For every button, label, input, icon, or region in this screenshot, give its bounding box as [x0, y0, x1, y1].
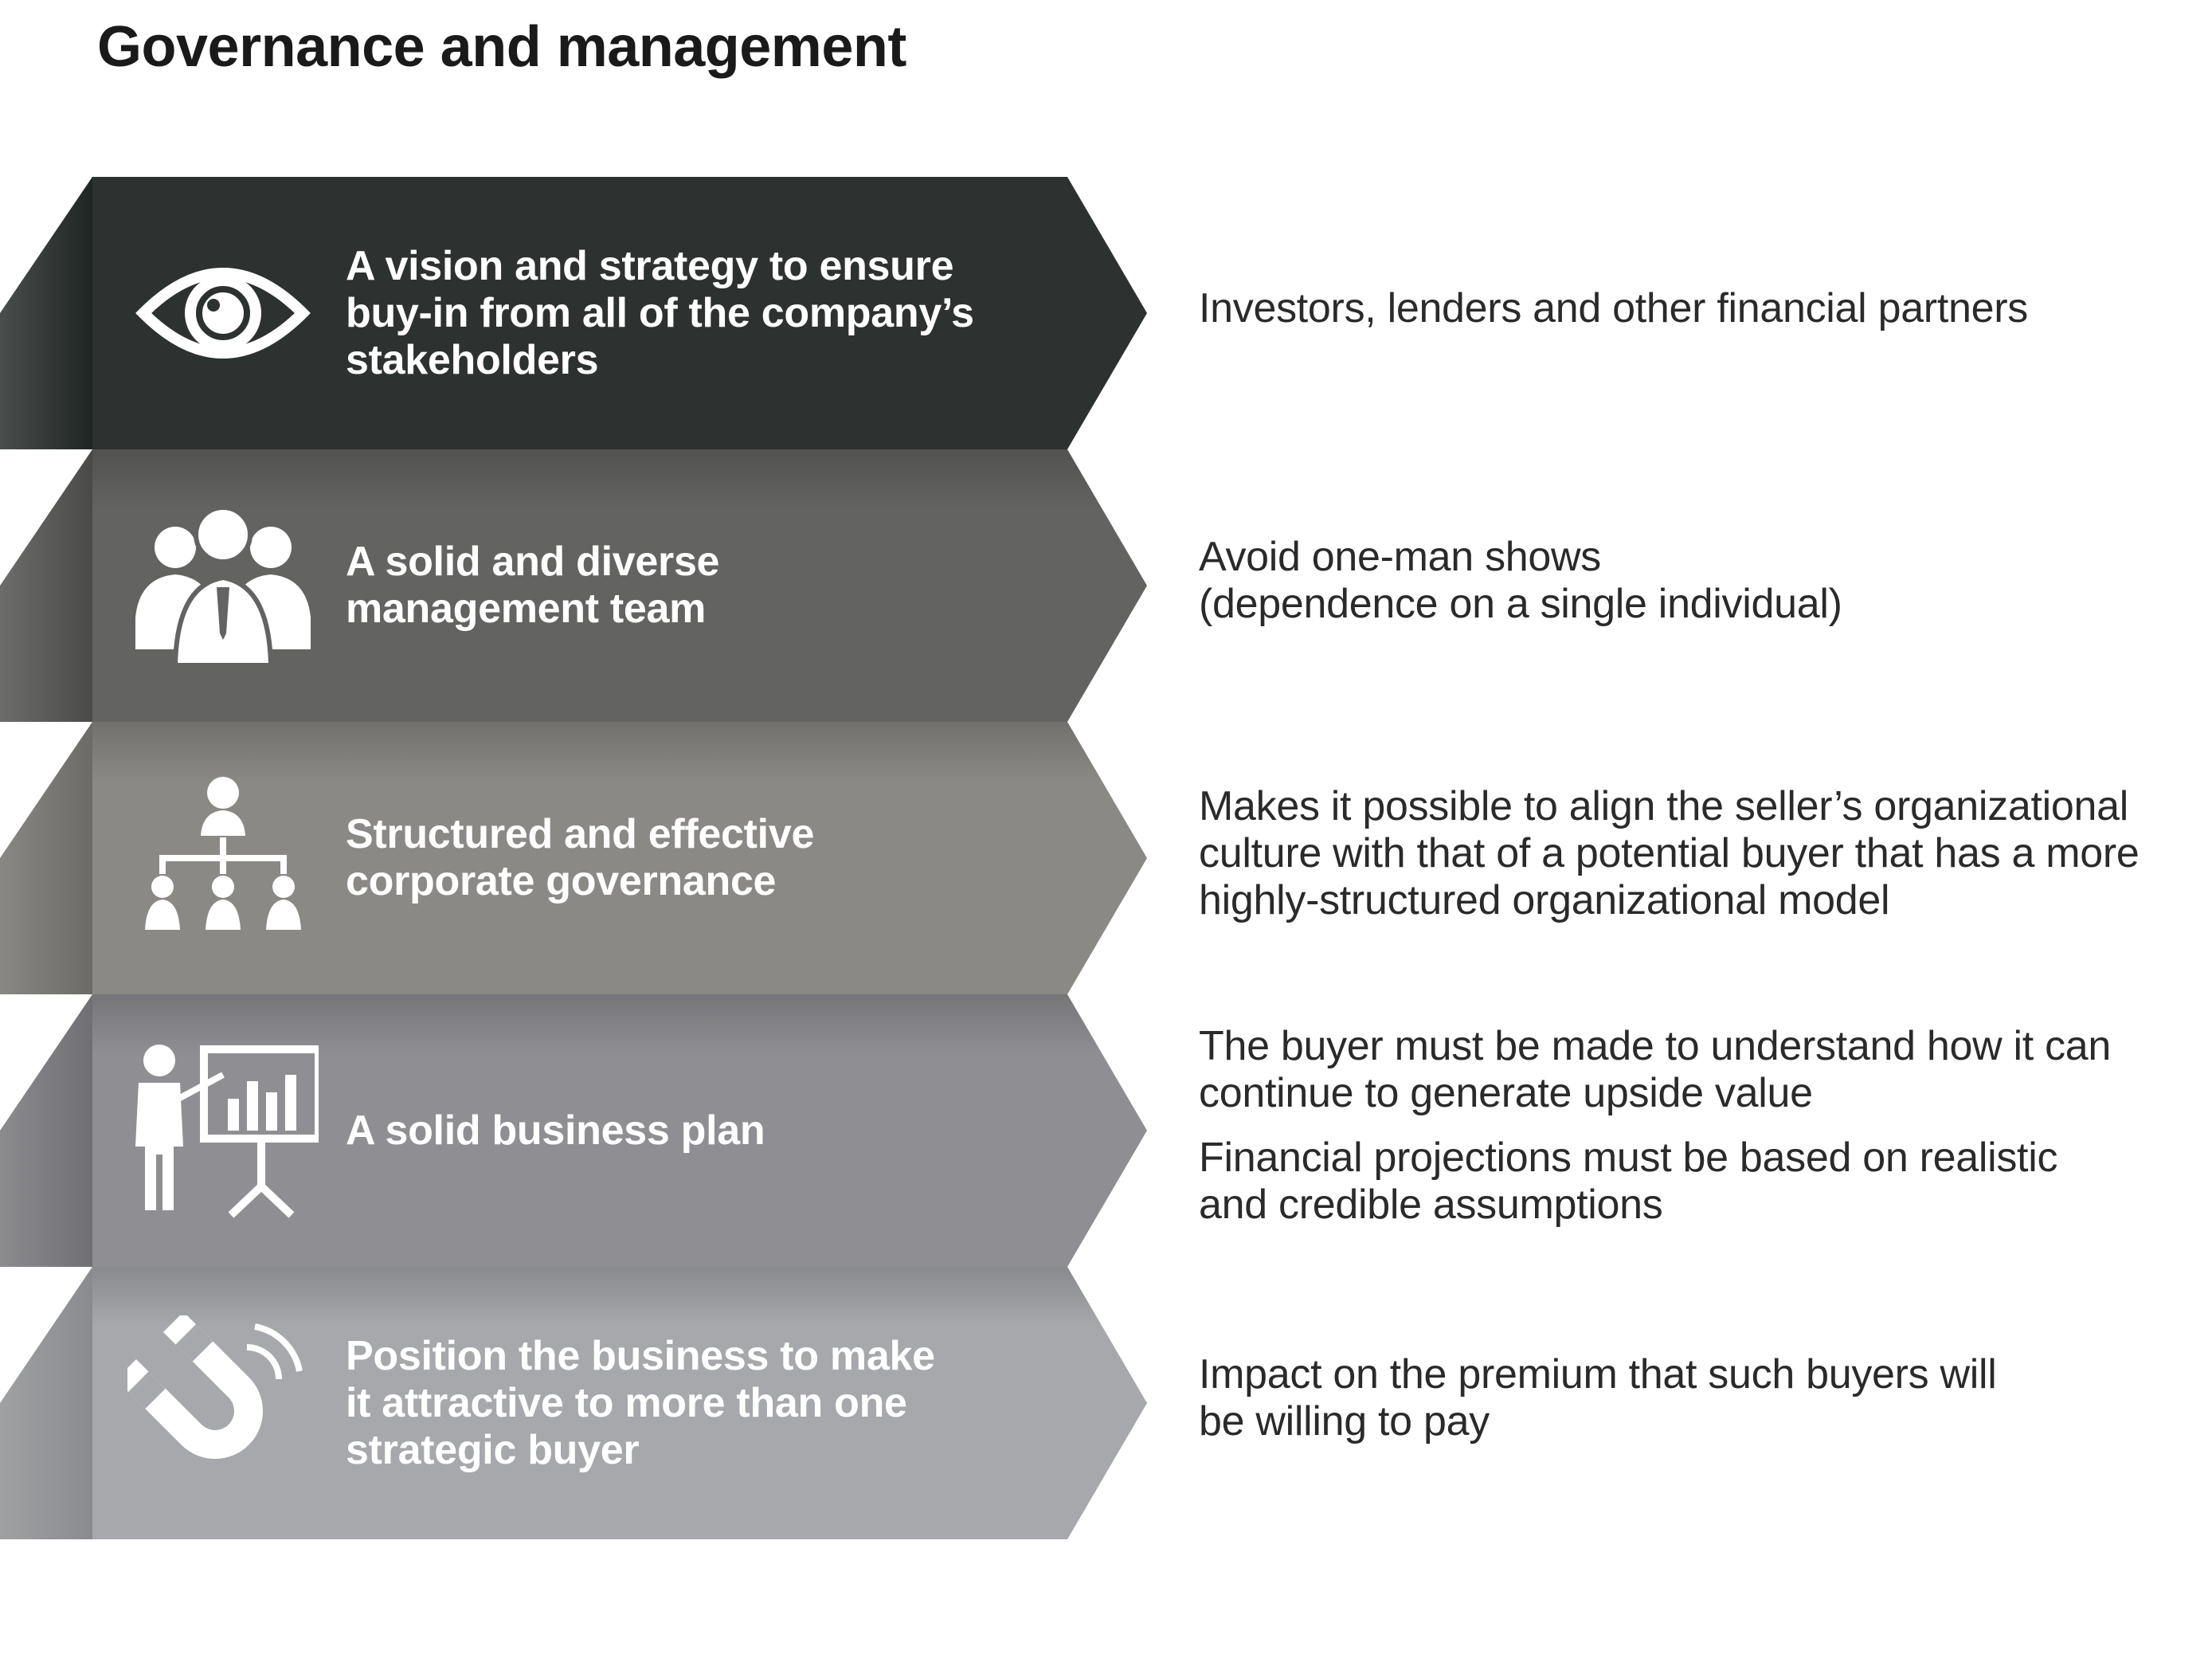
description-paragraph: Impact on the premium that such buyers w…: [1199, 1351, 2194, 1445]
description-line: Impact on the premium that such buyers w…: [1199, 1351, 1997, 1397]
row-label-line: A vision and strategy to ensure: [346, 243, 954, 289]
row-description: Impact on the premium that such buyers w…: [1199, 1351, 2194, 1445]
row-label-line: A solid business plan: [346, 1107, 765, 1154]
description-line: be willing to pay: [1199, 1398, 1490, 1445]
row-description: The buyer must be made to understand how…: [1199, 1023, 2194, 1229]
description-line: Financial projections must be based on r…: [1199, 1135, 2058, 1181]
row-chevron: [0, 449, 1147, 722]
row-chevron: [0, 177, 1147, 449]
row-label: A solid business plan: [346, 1107, 1047, 1154]
description-line: and credible assumptions: [1199, 1182, 1663, 1228]
team-icon: [135, 505, 311, 668]
org-chart-icon: [145, 777, 301, 930]
presentation-icon: [135, 1045, 319, 1218]
row-chevron: [0, 722, 1147, 994]
description-line: Avoid one-man shows: [1199, 534, 1601, 580]
magnet-icon: [127, 1315, 303, 1459]
description-paragraph: Financial projections must be based on r…: [1199, 1135, 2194, 1229]
description-line: continue to generate upside value: [1199, 1070, 1813, 1116]
row-label-line: Structured and effective: [346, 811, 815, 857]
description-line: (dependence on a single individual): [1199, 581, 1842, 627]
description-line: Investors, lenders and other financial p…: [1199, 285, 2028, 331]
description-line: The buyer must be made to understand how…: [1199, 1023, 2112, 1069]
row-label-line: buy-in from all of the company’s: [346, 290, 974, 336]
row-label-line: strategic buyer: [346, 1427, 640, 1473]
row-description: Avoid one-man shows(dependence on a sing…: [1199, 534, 2194, 628]
description-paragraph: Avoid one-man shows(dependence on a sing…: [1199, 534, 2194, 628]
description-paragraph: Investors, lenders and other financial p…: [1199, 285, 2194, 332]
description-line: highly-structured organizational model: [1199, 877, 1890, 923]
row-label-line: it attractive to more than one: [346, 1380, 907, 1426]
row-description: Makes it possible to align the seller’s …: [1199, 783, 2194, 924]
row-label-line: A solid and diverse: [346, 539, 720, 585]
row-chevron: [0, 994, 1147, 1267]
row-label-line: stakeholders: [346, 337, 599, 383]
description-line: culture with that of a potential buyer t…: [1199, 830, 2140, 876]
row-label-line: Position the business to make: [346, 1333, 935, 1379]
row-label-line: management team: [346, 586, 707, 632]
description-paragraph: Makes it possible to align the seller’s …: [1199, 783, 2194, 924]
row-description: Investors, lenders and other financial p…: [1199, 285, 2194, 332]
description-line: Makes it possible to align the seller’s …: [1199, 783, 2128, 829]
eye-icon: [135, 268, 311, 359]
row-label-line: corporate governance: [346, 858, 777, 904]
description-paragraph: The buyer must be made to understand how…: [1199, 1023, 2194, 1117]
row-chevron: [0, 1267, 1147, 1539]
diagram-row: A solid business plan: [0, 994, 1163, 1267]
page-title: Governance and management: [97, 15, 906, 79]
